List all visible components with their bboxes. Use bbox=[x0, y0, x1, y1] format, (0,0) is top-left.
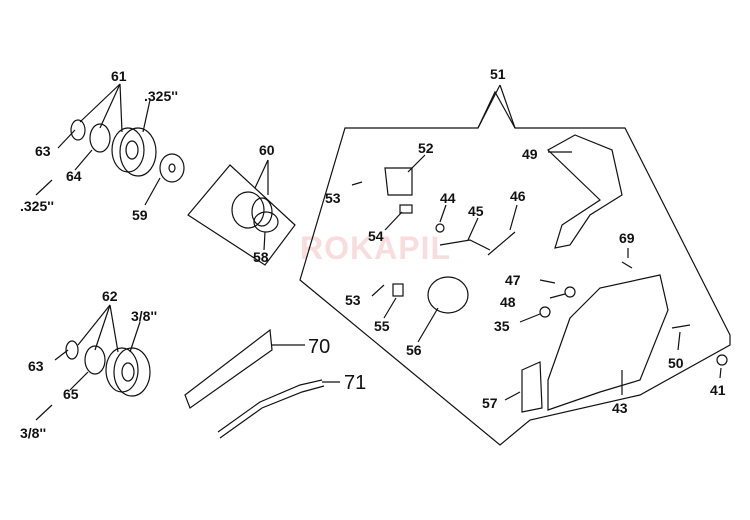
label-38-top: 3/8'' bbox=[131, 308, 158, 324]
label-48: 48 bbox=[500, 294, 516, 310]
label-61: 61 bbox=[111, 68, 127, 84]
label-53-top: 53 bbox=[325, 190, 341, 206]
label-52: 52 bbox=[418, 140, 434, 156]
label-60: 60 bbox=[259, 142, 275, 158]
label-47: 47 bbox=[505, 272, 521, 288]
label-63-top: 63 bbox=[35, 143, 51, 159]
label-35: 35 bbox=[494, 318, 510, 334]
label-57: 57 bbox=[482, 395, 498, 411]
watermark-logo: ROKAPIL bbox=[300, 230, 451, 266]
label-70: 70 bbox=[308, 336, 331, 358]
label-43: 43 bbox=[612, 400, 628, 416]
clutch-cover-43 bbox=[547, 274, 669, 411]
label-50: 50 bbox=[668, 355, 684, 371]
label-63-bottom: 63 bbox=[28, 358, 44, 374]
label-38-bottom: 3/8'' bbox=[20, 425, 47, 441]
label-69: 69 bbox=[619, 230, 635, 246]
label-64: 64 bbox=[66, 168, 82, 184]
label-62: 62 bbox=[102, 288, 118, 304]
label-65: 65 bbox=[63, 386, 79, 402]
label-44: 44 bbox=[440, 190, 456, 206]
chain-71 bbox=[217, 379, 323, 433]
label-46: 46 bbox=[510, 188, 526, 204]
hand-guard-49 bbox=[546, 134, 623, 249]
label-325-bottom: .325'' bbox=[20, 198, 54, 214]
label-49: 49 bbox=[522, 146, 538, 162]
label-58: 58 bbox=[253, 249, 269, 265]
label-71: 71 bbox=[344, 372, 367, 394]
label-51: 51 bbox=[490, 66, 506, 82]
guide-bar-70 bbox=[184, 328, 273, 409]
leader-51-b bbox=[499, 84, 516, 129]
group-outline-60 bbox=[187, 164, 296, 266]
label-55: 55 bbox=[374, 318, 390, 334]
label-54: 54 bbox=[368, 228, 384, 244]
label-56: 56 bbox=[406, 342, 422, 358]
label-41: 41 bbox=[710, 382, 726, 398]
leader-51-a bbox=[477, 84, 501, 129]
label-325-top: .325'' bbox=[144, 88, 178, 104]
label-59: 59 bbox=[132, 207, 148, 223]
label-53-bottom: 53 bbox=[345, 292, 361, 308]
label-45: 45 bbox=[468, 203, 484, 219]
group-outline-51 bbox=[299, 90, 731, 446]
